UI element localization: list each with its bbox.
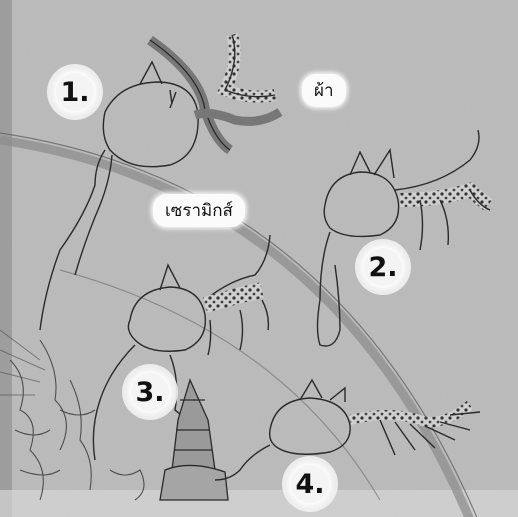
bottom-light-band — [0, 490, 518, 517]
number-badge-3: 3. — [131, 373, 169, 411]
label-ceramic: เซรามิกส์ — [153, 194, 245, 227]
number-badge-1: 1. — [56, 73, 94, 111]
label-cloth: ผ้า — [302, 74, 346, 107]
left-edge-shadow — [0, 0, 12, 517]
number-badge-2: 2. — [364, 248, 402, 286]
number-badge-4: 4. — [291, 465, 329, 503]
